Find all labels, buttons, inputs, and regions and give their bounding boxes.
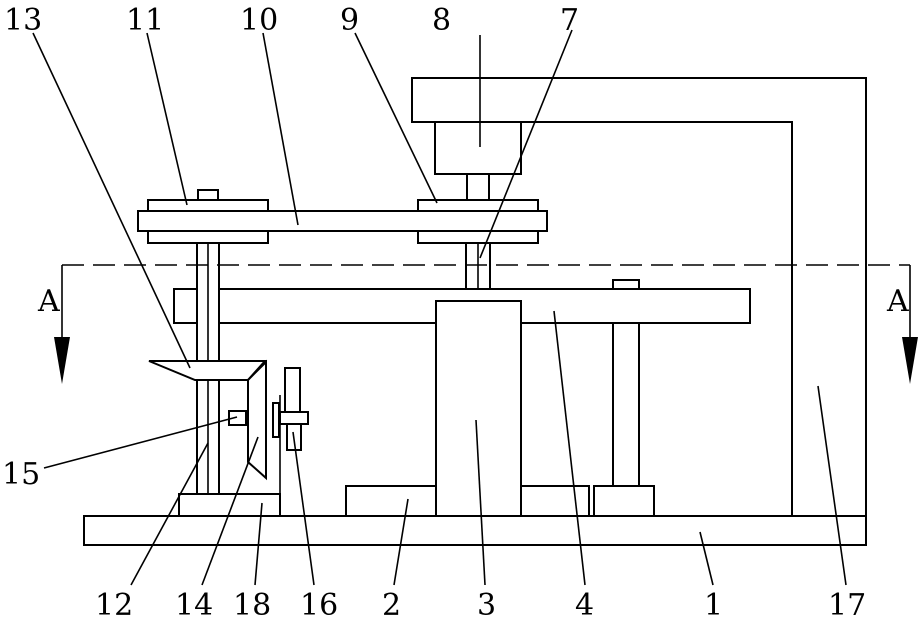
label-13: 13: [4, 3, 42, 38]
label-3: 3: [477, 588, 496, 623]
label-2: 2: [382, 588, 401, 623]
section-label-left: A: [37, 284, 60, 319]
block-right: [521, 486, 589, 516]
section-label-right: A: [886, 284, 909, 319]
motor-8: [435, 122, 521, 174]
label-14: 14: [175, 588, 213, 623]
cone-13: [149, 361, 265, 380]
label-8: 8: [432, 3, 451, 38]
column-3: [436, 301, 521, 516]
block-2: [346, 486, 436, 516]
belt-10: [138, 211, 547, 231]
label-15: 15: [2, 457, 40, 492]
section-arrow-left: [54, 337, 70, 384]
section-arrow-right: [902, 337, 918, 384]
label-7: 7: [560, 3, 579, 38]
label-11: 11: [126, 3, 164, 38]
base-plate-1: [84, 516, 866, 545]
motor-shaft-7: [466, 243, 490, 289]
label-4: 4: [575, 588, 594, 623]
label-1: 1: [704, 588, 723, 623]
support-foot: [594, 486, 654, 516]
label-12: 12: [95, 588, 133, 623]
label-17: 17: [828, 588, 866, 623]
label-10: 10: [240, 3, 278, 38]
label-18: 18: [233, 588, 271, 623]
bevel-wheel-14: [248, 362, 266, 478]
support-post: [613, 323, 639, 486]
label-16: 16: [300, 588, 338, 623]
coupling: [467, 174, 489, 200]
label-9: 9: [340, 3, 359, 38]
